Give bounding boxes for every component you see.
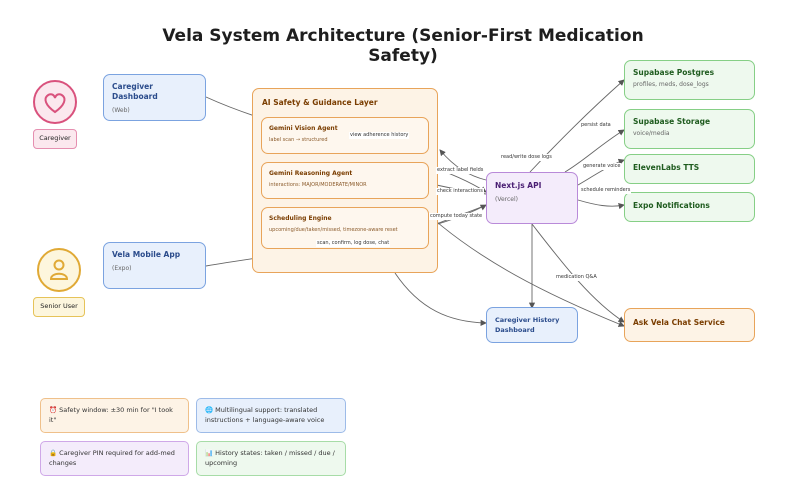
history-dashboard-node: Caregiver History Dashboard <box>486 307 578 343</box>
ask-vela-title: Ask Vela Chat Service <box>633 318 725 327</box>
edge-label-schedule-reminders: schedule reminders <box>580 187 632 194</box>
edge-ai-layer-to-history <box>394 272 487 326</box>
edge-label-generate-voice: generate voice <box>582 163 622 170</box>
caregiver-dashboard-title: Caregiver Dashboard <box>112 82 158 101</box>
person-icon <box>49 259 69 280</box>
nextjs-api-node: Next.js API (Vercel) <box>486 172 578 224</box>
note-safety-window: ⏰ Safety window: ±30 min for "I took it" <box>40 398 189 433</box>
edge-nextjs-to-storage <box>564 129 625 173</box>
edge-label-read-write: read/write dose logs <box>500 154 553 161</box>
supabase-postgres-title: Supabase Postgres <box>633 68 715 77</box>
gemini-vision-title: Gemini Vision Agent <box>269 125 338 132</box>
scheduling-engine-title: Scheduling Engine <box>269 215 332 222</box>
note-history-states: 📊 History states: taken / missed / due /… <box>196 441 346 476</box>
mobile-app-sub: (Expo) <box>112 265 132 272</box>
caregiver-label: Caregiver <box>33 129 77 149</box>
history-dashboard-title: Caregiver History Dashboard <box>495 316 560 334</box>
scheduling-engine-sub: upcoming/due/taken/missed, timezone-awar… <box>269 227 398 233</box>
supabase-storage-title: Supabase Storage <box>633 117 711 126</box>
note-pin: 🔒 Caregiver PIN required for add-med cha… <box>40 441 189 476</box>
caregiver-dashboard-sub: (Web) <box>112 107 130 114</box>
edge-label-compute: compute today state <box>429 213 484 220</box>
nextjs-api-title: Next.js API <box>495 181 542 190</box>
edge-nextjs-to-postgres <box>529 79 625 173</box>
ai-layer-title: AI Safety & Guidance Layer <box>262 98 378 107</box>
caregiver-actor <box>33 80 77 124</box>
gemini-reasoning-sub: interactions: MAJOR/MODERATE/MINOR <box>269 182 367 188</box>
edge-nextjs-to-gemini-vision <box>439 149 487 181</box>
mobile-app-title: Vela Mobile App <box>112 250 181 259</box>
edge-label-extract: extract label fields <box>436 167 485 174</box>
edge-nextjs-to-elevenlabs <box>577 158 625 186</box>
gemini-reasoning-node: Gemini Reasoning Agent interactions: MAJ… <box>261 162 429 199</box>
heart-icon <box>44 93 66 114</box>
ask-vela-node: Ask Vela Chat Service <box>624 308 755 342</box>
senior-actor <box>37 248 81 292</box>
edge-nextjs-to-expo <box>577 199 625 210</box>
expo-notifications-node: Expo Notifications <box>624 192 755 222</box>
diagram-title-line1: Vela System Architecture (Senior-First M… <box>162 26 644 46</box>
senior-label: Senior User <box>33 297 85 317</box>
edge-label-check: check interactions <box>436 188 484 195</box>
supabase-postgres-node: Supabase Postgres profiles, meds, dose_l… <box>624 60 755 100</box>
caregiver-dashboard-node: Caregiver Dashboard (Web) <box>103 74 206 121</box>
elevenlabs-title: ElevenLabs TTS <box>633 163 700 172</box>
nextjs-api-sub: (Vercel) <box>495 196 519 203</box>
note-multilingual: 🌐 Multilingual support: translated instr… <box>196 398 346 433</box>
gemini-reasoning-title: Gemini Reasoning Agent <box>269 170 353 177</box>
scheduling-engine-node: Scheduling Engine upcoming/due/taken/mis… <box>261 207 429 249</box>
mobile-app-node: Vela Mobile App (Expo) <box>103 242 206 289</box>
edge-label-view-history: view adherence history <box>349 132 410 139</box>
elevenlabs-node: ElevenLabs TTS <box>624 154 755 184</box>
supabase-postgres-sub: profiles, meds, dose_logs <box>633 81 709 88</box>
expo-notifications-title: Expo Notifications <box>633 201 710 210</box>
supabase-storage-sub: voice/media <box>633 130 670 137</box>
edge-label-scan-confirm: scan, confirm, log dose, chat <box>316 240 391 247</box>
diagram-title-line2: Safety) <box>368 46 438 66</box>
edge-label-persist: persist data <box>580 122 612 129</box>
gemini-vision-sub: label scan → structured <box>269 137 328 143</box>
supabase-storage-node: Supabase Storage voice/media <box>624 109 755 149</box>
diagram-title: Vela System Architecture (Senior-First M… <box>0 26 806 66</box>
edge-label-medication-qa: medication Q&A <box>555 274 598 281</box>
